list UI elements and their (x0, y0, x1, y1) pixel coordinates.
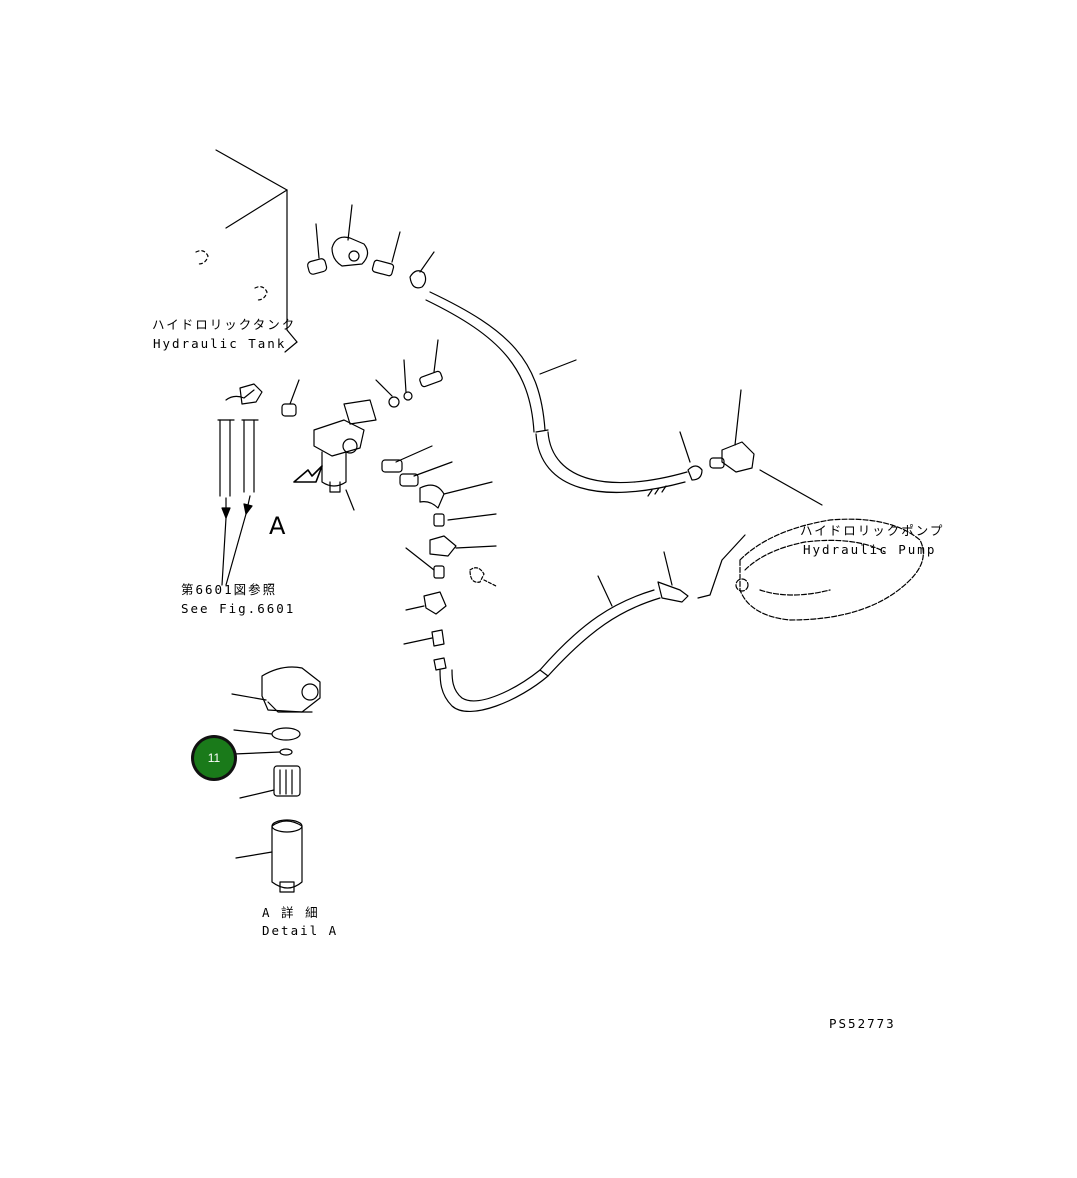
part-callout-11[interactable]: 11 (194, 738, 234, 778)
see-fig-label-en: See Fig.6601 (181, 601, 296, 616)
detail-a-filter (231, 666, 321, 893)
view-marker-a: A (269, 512, 286, 540)
drain-fittings (381, 445, 497, 671)
tank-label-jp: ハイドロリックタンク (152, 317, 297, 332)
part-callout-number: 11 (207, 751, 221, 765)
line-filter (281, 339, 443, 511)
return-hoses (217, 383, 263, 586)
suction-hose-upper (425, 291, 688, 497)
detail-label-jp: A 詳 細 (262, 905, 320, 920)
see-fig-label-jp: 第6601図参照 (181, 582, 278, 597)
tank-label-en: Hydraulic Tank (153, 336, 287, 351)
tank-fittings (307, 204, 435, 289)
pump-fittings (679, 389, 823, 506)
hydraulic-pump (735, 518, 924, 621)
detail-label-en: Detail A (262, 923, 339, 938)
pump-label-en: Hydraulic Pump (803, 542, 937, 557)
pump-label-jp: ハイドロリックポンプ (800, 523, 945, 538)
pressure-hose (439, 534, 746, 712)
drawing-id: PS52773 (829, 1016, 896, 1031)
hydraulic-tank (195, 149, 298, 353)
